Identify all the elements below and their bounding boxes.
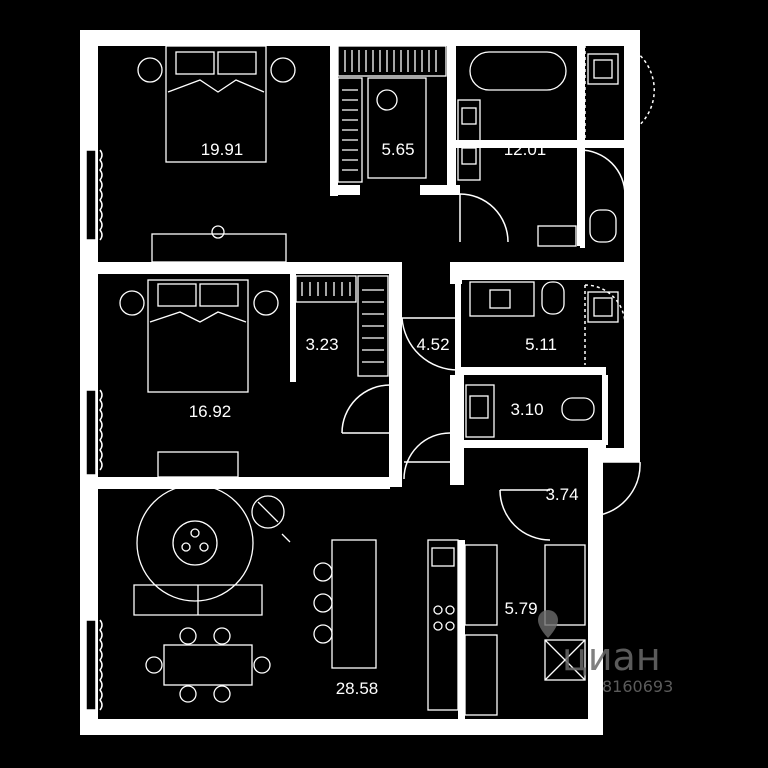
location-pin-icon xyxy=(538,610,558,638)
watermark: циан 8160693 xyxy=(538,610,673,696)
toilet-fixtures xyxy=(465,384,595,438)
desk-1 xyxy=(151,233,287,263)
area-toilet: 3.10 xyxy=(510,400,543,419)
sofa xyxy=(133,484,263,616)
area-bedroom-1: 19.91 xyxy=(201,140,244,159)
area-closet-1: 5.65 xyxy=(381,140,414,159)
area-entrance: 3.74 xyxy=(545,485,578,504)
hallway-wardrobes xyxy=(464,544,586,716)
bath-fixtures-1 xyxy=(457,51,619,247)
furniture xyxy=(119,45,619,716)
area-bathroom-2: 5.11 xyxy=(525,335,557,354)
area-bathroom-1: 12.01 xyxy=(504,140,547,159)
desk-2 xyxy=(157,451,239,478)
watermark-id: 8160693 xyxy=(602,677,673,696)
area-living-kitchen: 28.58 xyxy=(336,679,379,698)
windows xyxy=(85,149,103,711)
dining-table xyxy=(145,627,271,703)
area-closet-2: 3.23 xyxy=(305,335,338,354)
bed-2 xyxy=(119,279,279,393)
watermark-brand: циан xyxy=(562,635,661,679)
area-labels: 19.91 5.65 12.01 16.92 3.23 4.52 5.11 3.… xyxy=(189,140,579,698)
area-hallway-1: 4.52 xyxy=(416,335,449,354)
closet-2-shelves xyxy=(295,275,389,377)
area-hallway-2: 5.79 xyxy=(504,599,537,618)
area-bedroom-2: 16.92 xyxy=(189,402,232,421)
bath-fixtures-2 xyxy=(469,281,619,323)
kitchen-counter xyxy=(427,539,459,711)
doors xyxy=(341,40,655,541)
closet-1-shelves xyxy=(337,45,447,183)
bed-1 xyxy=(137,45,296,163)
armchair xyxy=(251,495,291,543)
